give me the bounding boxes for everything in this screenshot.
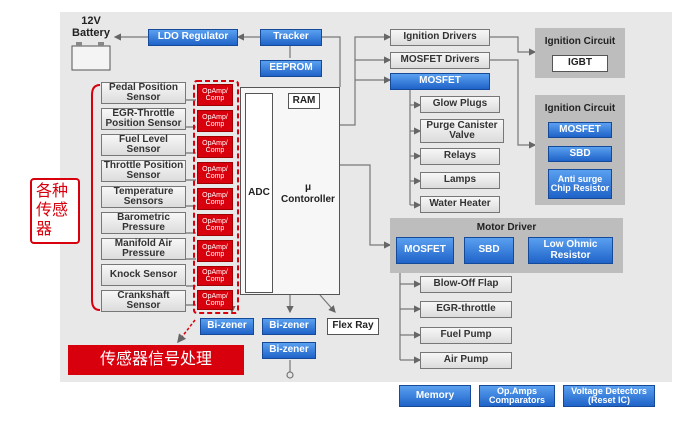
mu-symbol: μ bbox=[304, 182, 312, 193]
sensor-knock: Knock Sensor bbox=[101, 264, 186, 286]
controller-label: μ Contoroller bbox=[280, 182, 336, 206]
opamp-comp: OpAmp/ Comp bbox=[197, 188, 233, 210]
ram-block: RAM bbox=[288, 93, 320, 109]
load-fuel-pump: Fuel Pump bbox=[420, 327, 512, 344]
flex-ray: Flex Ray bbox=[327, 318, 379, 335]
motor-driver-title: Motor Driver bbox=[476, 222, 537, 233]
load-egr-throttle: EGR-throttle bbox=[420, 301, 512, 318]
battery-label: 12V Battery bbox=[66, 15, 116, 39]
eeprom: EEPROM bbox=[260, 60, 322, 77]
opamp-comp: OpAmp/ Comp bbox=[197, 136, 233, 158]
load-lamps: Lamps bbox=[420, 172, 500, 189]
ignition-sbd: SBD bbox=[548, 146, 612, 162]
legend-opamps-comparators: Op.Amps Comparators bbox=[479, 385, 555, 407]
battery-voltage: 12V bbox=[81, 15, 101, 27]
load-glow-plugs: Glow Plugs bbox=[420, 96, 500, 113]
load-air-pump: Air Pump bbox=[420, 352, 512, 369]
ignition-circuit-title: Ignition Circuit bbox=[544, 36, 616, 47]
opamp-comp: OpAmp/ Comp bbox=[197, 162, 233, 184]
tracker: Tracker bbox=[260, 29, 322, 46]
sensors-annotation: 各种 传感器 bbox=[30, 178, 80, 244]
bi-zener: Bi-zener bbox=[262, 318, 316, 335]
opamp-comp: OpAmp/ Comp bbox=[197, 214, 233, 236]
opamp-comp: OpAmp/ Comp bbox=[197, 240, 233, 262]
load-water-heater: Water Heater bbox=[420, 196, 500, 213]
ldo-regulator: LDO Regulator bbox=[148, 29, 238, 46]
opamp-comp: OpAmp/ Comp bbox=[197, 290, 233, 310]
sensor-barometric: Barometric Pressure bbox=[101, 212, 186, 234]
legend-memory: Memory bbox=[399, 385, 471, 407]
mosfet-main: MOSFET bbox=[390, 73, 490, 90]
sensor-throttle-position: Throttle Position Sensor bbox=[101, 160, 186, 182]
controller-name: Contoroller bbox=[281, 194, 335, 205]
sensor-crankshaft: Crankshaft Sensor bbox=[101, 290, 186, 312]
igbt: IGBT bbox=[552, 55, 608, 72]
opamp-comp: OpAmp/ Comp bbox=[197, 110, 233, 132]
sensor-manifold-air: Manifold Air Pressure bbox=[101, 238, 186, 260]
sensor-pedal-position: Pedal Position Sensor bbox=[101, 82, 186, 104]
load-purge-canister-valve: Purge Canister Valve bbox=[420, 119, 504, 143]
motor-sbd: SBD bbox=[464, 237, 514, 264]
ignition-mosfet: MOSFET bbox=[548, 122, 612, 138]
motor-mosfet: MOSFET bbox=[396, 237, 454, 264]
battery-icon bbox=[71, 42, 111, 71]
load-blow-off-flap: Blow-Off Flap bbox=[420, 276, 512, 293]
low-ohmic-resistor: Low Ohmic Resistor bbox=[528, 237, 613, 264]
sensor-fuel-level: Fuel Level Sensor bbox=[101, 134, 186, 156]
sensor-egr-throttle: EGR-Throttle Position Sensor bbox=[101, 108, 186, 130]
battery-name: Battery bbox=[72, 27, 110, 39]
bi-zener: Bi-zener bbox=[200, 318, 254, 335]
opamp-comp: OpAmp/ Comp bbox=[197, 266, 233, 286]
sensor-temperature: Temperature Sensors bbox=[101, 186, 186, 208]
ignition-circuit-title: Ignition Circuit bbox=[544, 103, 616, 114]
mosfet-drivers: MOSFET Drivers bbox=[390, 52, 490, 69]
adc-block: ADC bbox=[245, 93, 273, 293]
legend-voltage-detectors: Voltage Detectors (Reset IC) bbox=[563, 385, 655, 407]
opamp-comp: OpAmp/ Comp bbox=[197, 84, 233, 106]
load-relays: Relays bbox=[420, 148, 500, 165]
bi-zener: Bi-zener bbox=[262, 342, 316, 359]
ignition-drivers: Ignition Drivers bbox=[390, 29, 490, 46]
anti-surge-chip-resistor: Anti surge Chip Resistor bbox=[548, 169, 612, 199]
signal-processing-annotation: 传感器信号处理 bbox=[68, 345, 244, 375]
